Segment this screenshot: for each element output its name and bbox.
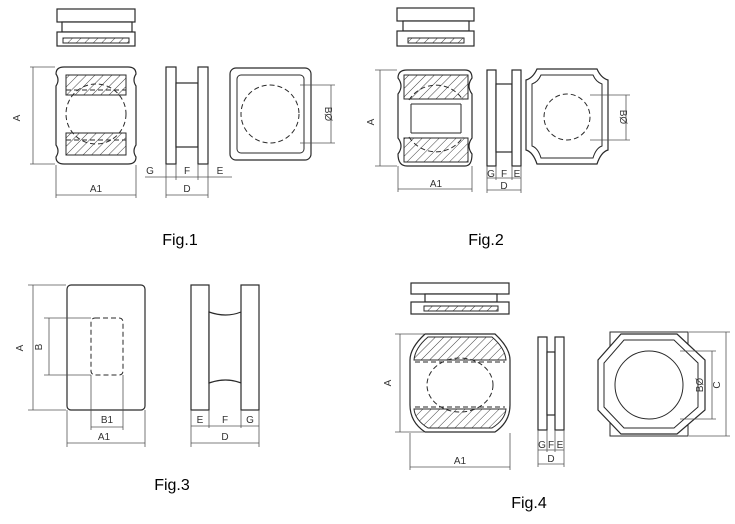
figure-3: A B B1 A1 E F [15, 284, 260, 494]
fig4-label-b: BØ [695, 378, 706, 393]
fig4-label-d: D [547, 454, 554, 465]
fig3-caption: Fig.3 [154, 477, 190, 494]
fig2-label-a1: A1 [430, 179, 443, 190]
fig1-section-view [55, 66, 137, 165]
fig1-top-view [56, 8, 136, 47]
fig4-label-e: E [557, 440, 564, 451]
fig2-front-view: BØ [525, 68, 630, 165]
fig1-front-view: BØ [229, 67, 335, 161]
fig1-dimension-a1: A1 [55, 165, 137, 198]
fig2-label-a: A [366, 118, 377, 125]
fig3-label-a: A [15, 344, 26, 351]
fig4-caption: Fig.4 [511, 495, 547, 512]
fig2-section-view [397, 69, 473, 167]
fig3-label-b: B [34, 343, 45, 350]
fig4-label-a1: A1 [454, 456, 467, 467]
fig1-label-f: F [184, 166, 190, 177]
fig1-label-a1: A1 [90, 184, 103, 195]
fig1-label-e: E [217, 166, 224, 177]
fig2-side-view: G F E D [486, 69, 522, 193]
fig3-dimension-b: B [34, 317, 91, 376]
fig1-caption: Fig.1 [162, 232, 198, 249]
fig4-front-view: BØ C [597, 331, 730, 437]
fig3-label-f: F [222, 415, 228, 426]
fig3-side-view: E F G D [190, 284, 260, 447]
fig1-dimension-a: A [12, 66, 55, 165]
fig2-dimension-a: A [366, 69, 397, 167]
figure-2: A A1 G F E D [366, 7, 630, 249]
fig2-label-g: G [487, 169, 495, 180]
fig4-top-view [410, 282, 510, 315]
fig3-front-view [66, 284, 146, 411]
fig4-label-f: F [548, 440, 554, 451]
fig4-label-c: C [712, 381, 723, 388]
fig3-dimension-b1-a1: B1 A1 [66, 375, 146, 447]
fig3-dimension-a: A [15, 284, 66, 411]
fig3-label-g: G [246, 415, 254, 426]
fig2-label-f: F [501, 169, 507, 180]
fig3-label-d: D [221, 432, 228, 443]
fig1-label-a: A [12, 114, 23, 121]
figure-1: A A1 G F E D [12, 8, 335, 249]
fig2-dimension-a1: A1 [397, 166, 473, 192]
fig2-caption: Fig.2 [468, 232, 504, 249]
fig3-label-a1: A1 [98, 432, 111, 443]
fig2-label-b: BØ [617, 110, 628, 125]
fig1-label-d: D [183, 184, 190, 195]
fig4-section-view [409, 333, 511, 433]
fig2-top-view [396, 7, 475, 47]
fig1-side-view: G F E D [145, 66, 232, 198]
fig2-label-d: D [500, 181, 507, 192]
fig4-dimension-a1: A1 [409, 433, 511, 470]
fig3-label-e: E [197, 415, 204, 426]
fig4-label-g: G [538, 440, 546, 451]
fig1-label-g: G [146, 166, 154, 177]
fig4-label-a: A [383, 379, 394, 386]
fig4-dimension-a: A [383, 333, 424, 433]
fig3-label-b1: B1 [101, 415, 114, 426]
fig4-side-view: G F E D [537, 336, 565, 467]
fig1-label-b: BØ [322, 107, 333, 122]
figure-4: A A1 G F E D [383, 282, 730, 512]
fig2-label-e: E [514, 169, 521, 180]
